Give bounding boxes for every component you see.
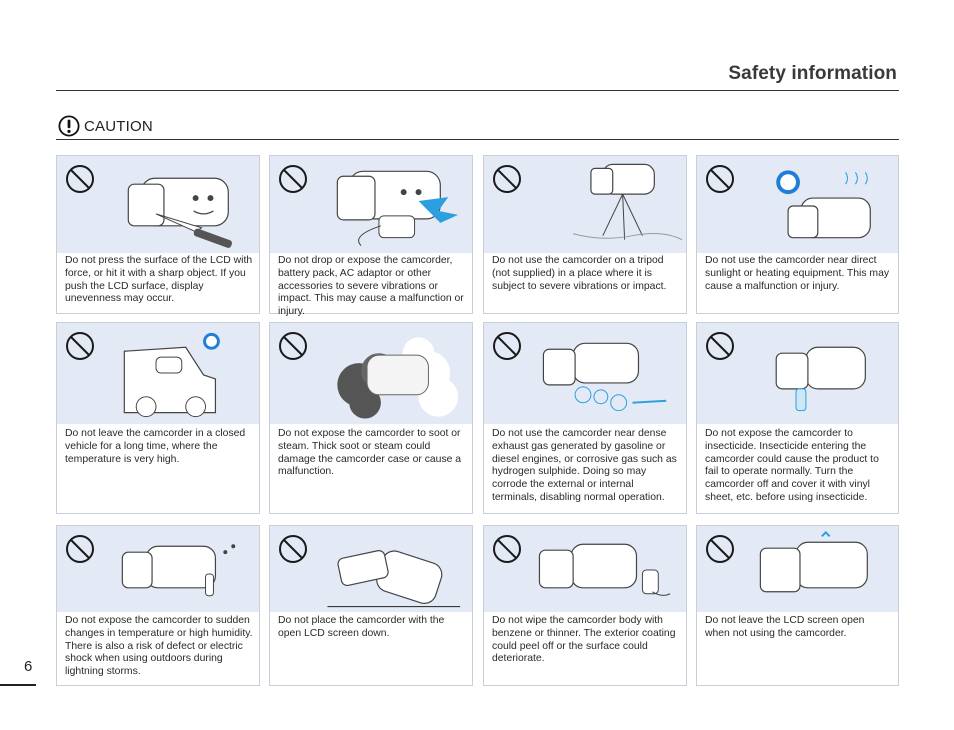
caution-text: Do not wipe the camcorder body with benz…: [492, 615, 676, 665]
camcorder-illustration: [336, 170, 459, 246]
caution-card-lcd-down: Do not place the camcorder with the open…: [269, 525, 473, 686]
illustration-insecticide: [697, 323, 898, 424]
prohibition-icon: [706, 535, 734, 563]
prohibition-icon: [493, 332, 521, 360]
caution-icon: [58, 115, 80, 137]
camcorder-illustration: [759, 530, 868, 593]
caution-card-closed-vehicle: Do not leave the camcorder in a closed v…: [56, 322, 260, 514]
illustration-temperature-humidity: [57, 526, 259, 612]
caution-text: Do not expose the camcorder to sudden ch…: [65, 615, 253, 678]
caution-text: Do not expose the camcorder to soot or s…: [278, 428, 462, 478]
caution-card-soot-steam: Do not expose the camcorder to soot or s…: [269, 322, 473, 514]
camcorder-illustration: [538, 543, 671, 596]
car-illustration: [123, 332, 220, 418]
prohibition-icon: [66, 535, 94, 563]
caution-card-insecticide: Do not expose the camcorder to insectici…: [696, 322, 899, 514]
prohibition-icon: [279, 535, 307, 563]
caution-text: Do not leave the LCD screen open when no…: [705, 615, 865, 639]
illustration-exhaust-gas: [484, 323, 686, 424]
page-number-divider: [0, 684, 36, 686]
caution-text: Do not press the surface of the LCD with…: [65, 255, 253, 305]
caution-text: Do not drop or expose the camcorder, bat…: [278, 255, 464, 318]
illustration-closed-vehicle: [57, 323, 259, 424]
illustration-lcd-down: [270, 526, 472, 612]
illustration-lcd-open: [697, 526, 898, 612]
illustration-tripod: [484, 156, 686, 253]
prohibition-icon: [706, 165, 734, 193]
prohibition-icon: [279, 165, 307, 193]
caution-text: Do not use the camcorder near dense exha…: [492, 428, 677, 503]
prohibition-icon: [706, 332, 734, 360]
caution-label: CAUTION: [84, 117, 153, 135]
illustration-soot-steam: [270, 323, 472, 424]
illustration-drop-impact: [270, 156, 472, 253]
caution-divider: [56, 139, 899, 140]
caution-card-tripod: Do not use the camcorder on a tripod (no…: [483, 155, 687, 314]
illustration-benzene: [484, 526, 686, 612]
caution-card-exhaust-gas: Do not use the camcorder near dense exha…: [483, 322, 687, 514]
caution-card-benzene: Do not wipe the camcorder body with benz…: [483, 525, 687, 686]
prohibition-icon: [493, 535, 521, 563]
caution-card-drop-impact: Do not drop or expose the camcorder, bat…: [269, 155, 473, 317]
caution-card-sunlight: Do not use the camcorder near direct sun…: [696, 155, 899, 314]
illustration-sunlight: [697, 156, 898, 253]
camcorder-illustration: [542, 342, 667, 412]
camcorder-illustration: [572, 163, 683, 241]
camcorder-illustration: [775, 346, 866, 412]
illustration-lcd-press: [57, 156, 259, 253]
camcorder-illustration: [327, 550, 461, 608]
camcorder-illustration: [127, 177, 233, 248]
caution-card-lcd-press: Do not press the surface of the LCD with…: [56, 155, 260, 314]
page-number: 6: [24, 658, 33, 675]
page-title: Safety information: [728, 63, 897, 84]
prohibition-icon: [66, 332, 94, 360]
caution-text: Do not use the camcorder near direct sun…: [705, 255, 890, 292]
camcorder-illustration: [121, 544, 236, 597]
caution-text: Do not use the camcorder on a tripod (no…: [492, 255, 667, 292]
prohibition-icon: [493, 165, 521, 193]
caution-text: Do not expose the camcorder to insectici…: [705, 428, 879, 503]
title-divider: [56, 90, 899, 91]
prohibition-icon: [279, 332, 307, 360]
prohibition-icon: [66, 165, 94, 193]
caution-card-temperature-humidity: Do not expose the camcorder to sudden ch…: [56, 525, 260, 686]
caution-heading: CAUTION: [58, 114, 153, 138]
soot-steam-illustration: [337, 337, 459, 419]
caution-text: Do not leave the camcorder in a closed v…: [65, 428, 246, 465]
camcorder-illustration: [776, 170, 871, 239]
caution-card-lcd-open: Do not leave the LCD screen open when no…: [696, 525, 899, 686]
caution-text: Do not place the camcorder with the open…: [278, 615, 445, 639]
